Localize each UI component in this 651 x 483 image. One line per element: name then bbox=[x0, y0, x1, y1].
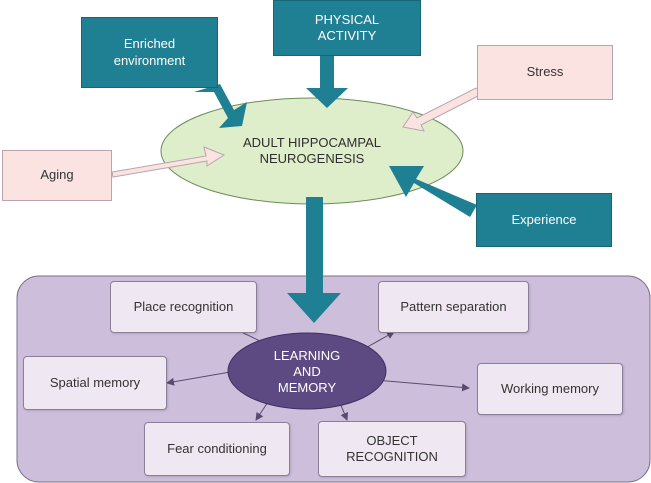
link-hub-spatial bbox=[166, 370, 237, 386]
enriched-environment-box: Enriched environment bbox=[81, 17, 218, 88]
experience-box: Experience bbox=[476, 193, 612, 247]
place-recognition-box: Place recognition bbox=[110, 281, 257, 333]
learning-memory-label: LEARNING AND MEMORY bbox=[273, 347, 341, 396]
aging-label: Aging bbox=[40, 167, 74, 183]
fear-conditioning-label: Fear conditioning bbox=[167, 440, 267, 456]
pattern-separation-label: Pattern separation bbox=[400, 298, 507, 314]
spatial-memory-box: Spatial memory bbox=[23, 356, 167, 410]
physical-activity-box: PHYSICAL ACTIVITY bbox=[273, 0, 421, 56]
spatial-memory-label: Spatial memory bbox=[49, 374, 141, 390]
neurogenesis-title: ADULT HIPPOCAMPAL NEUROGENESIS bbox=[200, 130, 424, 172]
arrow-center-to-learning bbox=[287, 197, 341, 323]
enriched-environment-label: Enriched environment bbox=[113, 36, 186, 68]
object-recognition-box: OBJECT RECOGNITION bbox=[318, 421, 466, 477]
stress-box: Stress bbox=[477, 45, 613, 100]
neurogenesis-label: ADULT HIPPOCAMPAL NEUROGENESIS bbox=[243, 134, 381, 166]
arrow-enriched-to-center bbox=[194, 84, 247, 128]
learning-memory-title: LEARNING AND MEMORY bbox=[247, 343, 367, 401]
arrow-stress-to-center bbox=[402, 87, 481, 132]
link-hub-working bbox=[374, 379, 470, 392]
physical-activity-label: PHYSICAL ACTIVITY bbox=[314, 11, 380, 43]
fear-conditioning-box: Fear conditioning bbox=[144, 422, 290, 476]
object-recognition-label: OBJECT RECOGNITION bbox=[346, 432, 438, 464]
working-memory-label: Working memory bbox=[500, 380, 599, 396]
experience-label: Experience bbox=[511, 211, 577, 227]
pattern-separation-box: Pattern separation bbox=[378, 281, 529, 333]
aging-box: Aging bbox=[2, 150, 112, 201]
learning-memory-ellipse bbox=[227, 332, 387, 410]
stress-label: Stress bbox=[526, 64, 564, 80]
arrow-physical-to-center bbox=[306, 56, 348, 108]
arrow-aging-to-center bbox=[111, 146, 226, 178]
arrow-experience-to-center bbox=[389, 166, 477, 217]
working-memory-box: Working memory bbox=[477, 363, 623, 415]
place-recognition-label: Place recognition bbox=[133, 298, 234, 314]
